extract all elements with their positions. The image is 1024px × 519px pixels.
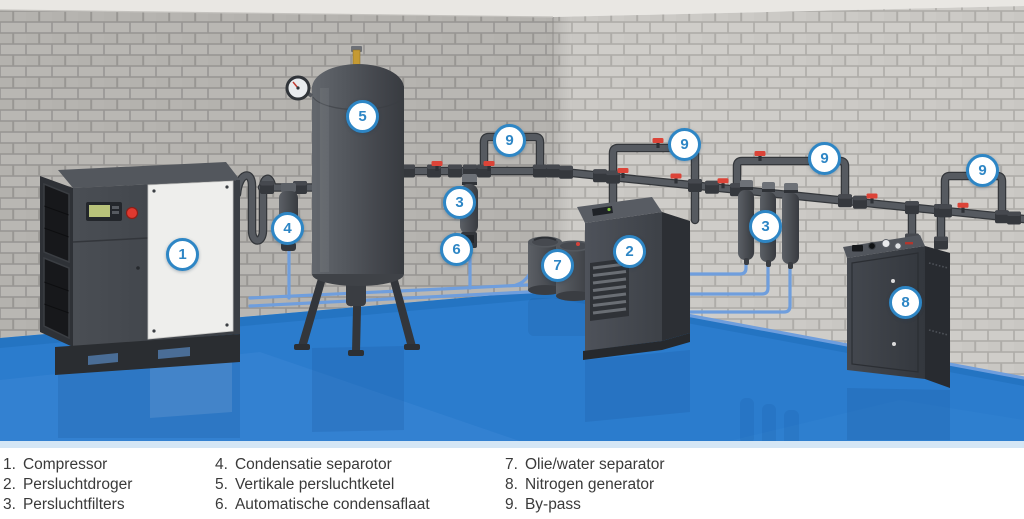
legend-item-5: 5.Vertikale persluchtketel: [215, 476, 395, 493]
legend-item-2: 2.Persluchtdroger: [3, 476, 133, 493]
legend-item-6: 6.Automatische condensaflaat: [215, 496, 430, 513]
nitrogen-generator-unit: [843, 235, 950, 388]
badge-9-bypass-1: 9: [493, 124, 526, 157]
legend-column-1: 1.Compressor 2.Persluchtdroger 3.Persluc…: [3, 455, 215, 519]
compressor-control-display: [86, 202, 122, 221]
generator-control-panel: [843, 235, 925, 258]
filter-bank: [738, 180, 799, 269]
legend-item-1: 1.Compressor: [3, 456, 108, 473]
emergency-stop-button-icon: [125, 206, 139, 220]
pressure-gauge-icon: [285, 75, 314, 101]
floor-reflections: [58, 298, 950, 456]
floor: [0, 290, 1024, 448]
legend-item-3: 3.Persluchtfilters: [3, 496, 125, 513]
refrigerant-dryer-unit: [577, 197, 690, 360]
badge-9-bypass-2: 9: [668, 128, 701, 161]
dryer-display: [592, 206, 613, 216]
legend-item-9: 9.By-pass: [505, 496, 581, 513]
legend-item-7: 7.Olie/water separator: [505, 456, 665, 473]
legend: 1.Compressor 2.Persluchtdroger 3.Persluc…: [0, 448, 1024, 519]
badge-4-condensate-separator: 4: [271, 212, 304, 245]
legend-item-4: 4.Condensatie separotor: [215, 456, 392, 473]
badge-9-bypass-3: 9: [808, 142, 841, 175]
wall-top-edge: [0, 9, 554, 18]
legend-column-3: 7.Olie/water separator 8.Nitrogen genera…: [505, 455, 1024, 519]
badge-5-tank: 5: [346, 100, 379, 133]
badge-6-auto-drain: 6: [440, 233, 473, 266]
badge-9-bypass-4: 9: [966, 154, 999, 187]
compressor-unit: [40, 162, 240, 375]
badge-3-filter-a: 3: [443, 186, 476, 219]
safety-valve-icon: [352, 49, 361, 67]
floor-edge-fade: [0, 441, 1024, 448]
badge-8-nitrogen-generator: 8: [889, 286, 922, 319]
legend-item-8: 8.Nitrogen generator: [505, 476, 655, 493]
badge-1-compressor: 1: [166, 238, 199, 271]
badge-7-oil-water-separator: 7: [541, 249, 574, 282]
scene-illustration: 1 2 3 3 4 5 6 7 8 9 9 9 9: [0, 0, 1024, 456]
legend-column-2: 4.Condensatie separotor 5.Vertikale pers…: [215, 455, 505, 519]
badge-3-filter-b: 3: [749, 210, 782, 243]
badge-2-dryer: 2: [613, 235, 646, 268]
